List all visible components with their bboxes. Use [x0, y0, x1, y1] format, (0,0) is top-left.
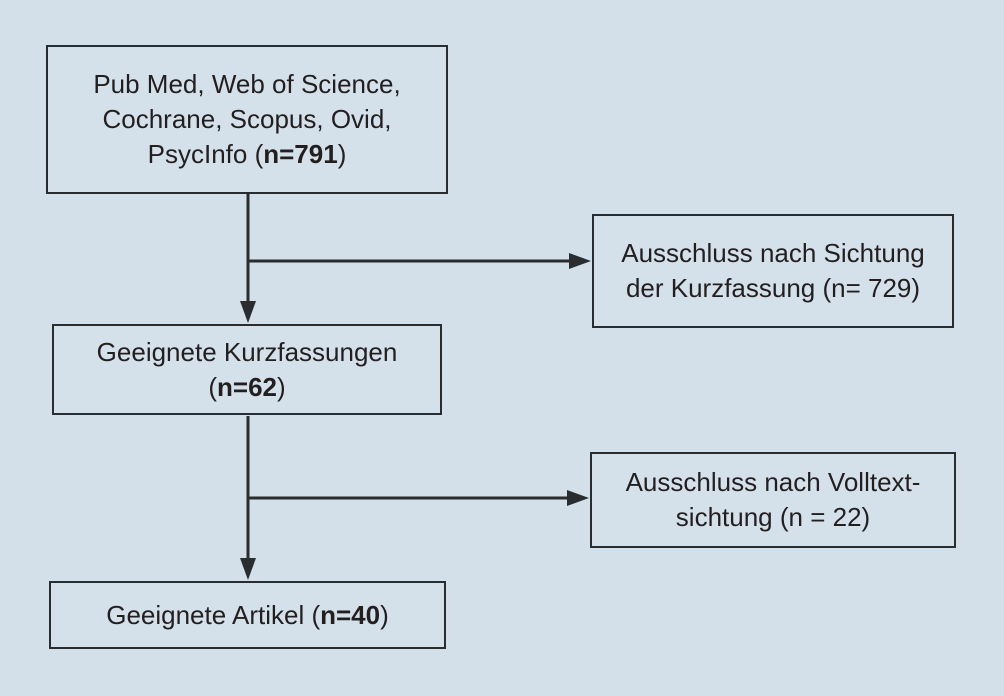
box-eligible-abstracts-line1: Geeignete Kurzfassungen	[96, 336, 398, 367]
box-database-sources-line2: Cochrane, Scopus, Ovid,	[102, 104, 392, 134]
box-excluded-after-fulltext-screening: Ausschluss nach Volltext- sichtung (n = …	[590, 452, 956, 548]
sources-count: n=791	[263, 139, 338, 169]
connector-abstracts-to-articles-arrowhead	[240, 558, 256, 580]
connector-branch-excluded-abstract-arrowhead	[569, 253, 591, 269]
box-excluded-abstract-line2: der Kurzfassung (n= 729)	[625, 273, 921, 303]
box-eligible-abstracts: Geeignete Kurzfassungen (n=62)	[52, 324, 442, 415]
box-database-sources: Pub Med, Web of Science, Cochrane, Scopu…	[46, 45, 448, 194]
box-excluded-after-abstract-screening: Ausschluss nach Sichtung der Kurzfassung…	[592, 214, 954, 328]
eligible-abstracts-count: n=62	[217, 371, 277, 402]
box-excluded-fulltext-line1: Ausschluss nach Volltext-	[625, 467, 921, 497]
box-eligible-articles-line1: Geeignete Artikel (n=40)	[106, 599, 389, 630]
eligible-articles-count: n=40	[320, 599, 381, 630]
box-excluded-abstract-line1: Ausschluss nach Sichtung	[621, 238, 925, 268]
connector-sources-to-abstracts-arrowhead	[240, 301, 256, 323]
box-excluded-fulltext-line2: sichtung (n = 22)	[675, 502, 871, 532]
box-eligible-abstracts-line2: (n=62)	[208, 371, 286, 402]
box-eligible-articles: Geeignete Artikel (n=40)	[49, 581, 446, 649]
connector-branch-excluded-fulltext-arrowhead	[567, 490, 589, 506]
box-database-sources-line1: Pub Med, Web of Science,	[93, 69, 401, 99]
box-database-sources-line3: PsycInfo (n=791)	[147, 139, 347, 169]
